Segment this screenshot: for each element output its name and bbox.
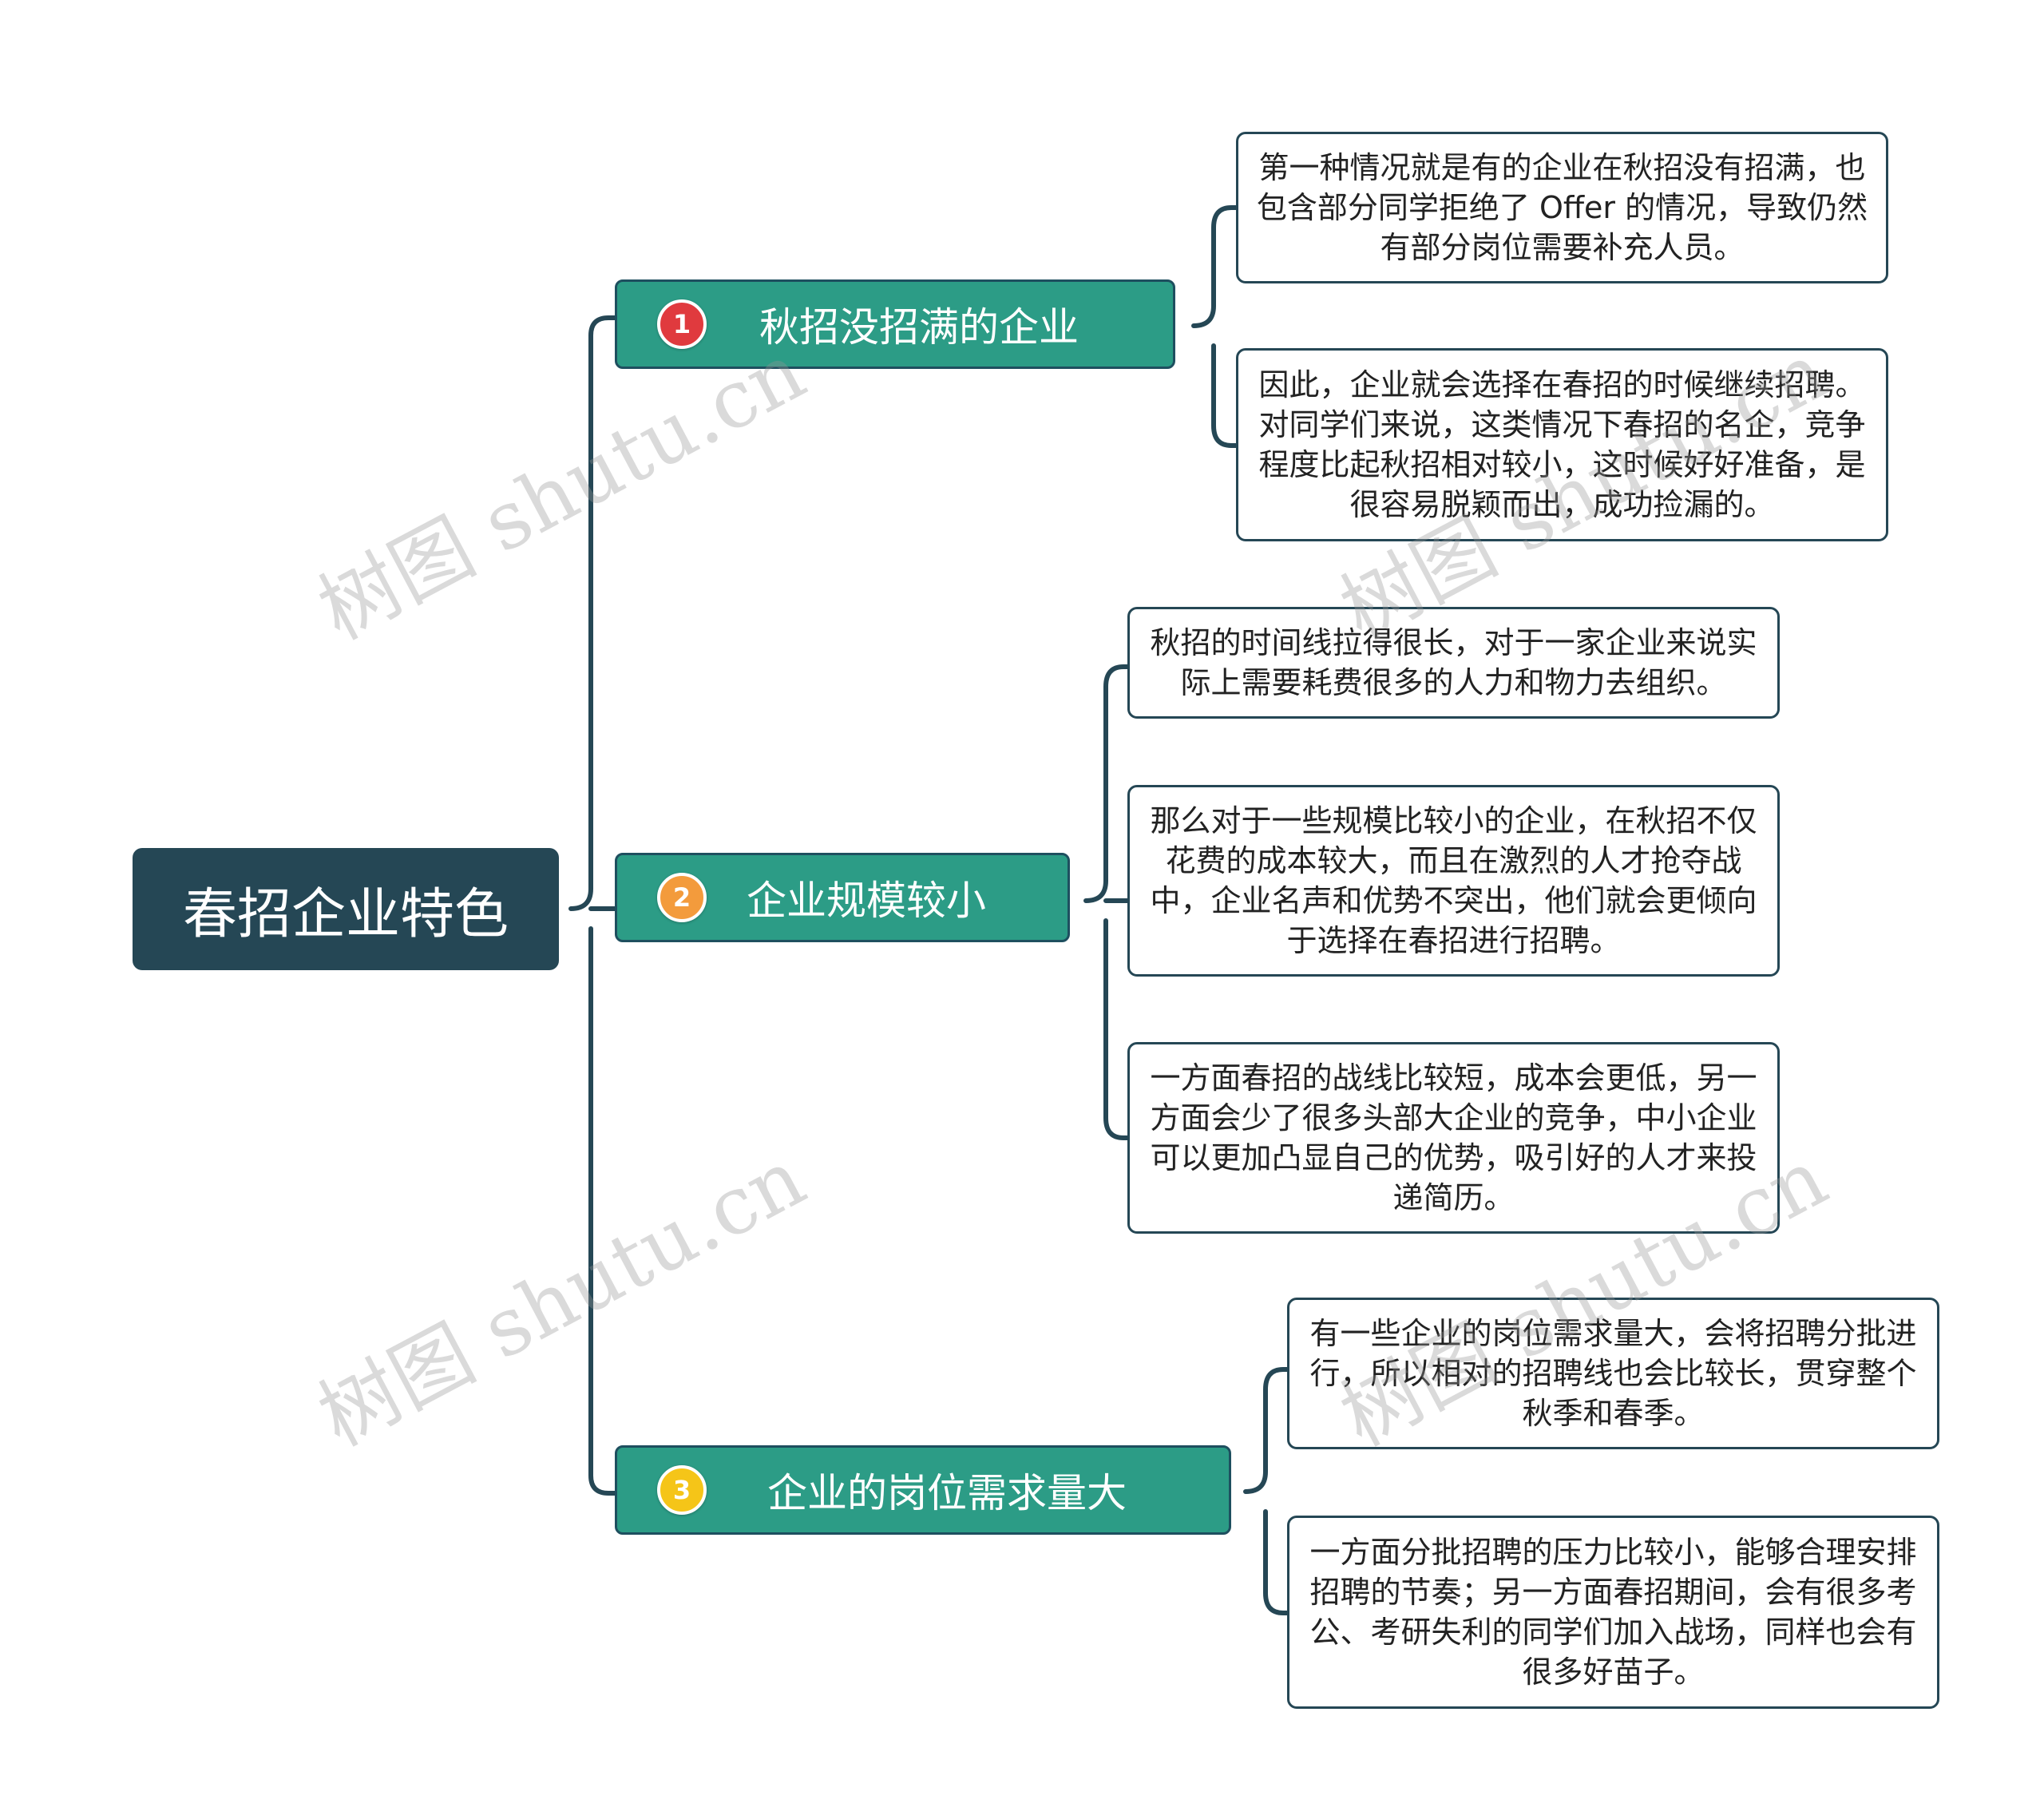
leaf-text: 一方面分批招聘的压力比较小，能够合理安排招聘的节奏；另一方面春招期间，会有很多考… [1309,1535,1917,1690]
leaf-text: 那么对于一些规模比较小的企业，在秋招不仅花费的成本较大，而且在激烈的人才抢夺战中… [1150,803,1757,958]
branch-node-2[interactable]: 2 企业规模较小 [615,853,1070,942]
watermark: 树图 shutu.cn [303,1131,820,1464]
root-label: 春招企业特色 [182,883,509,946]
leaf-text: 因此，企业就会选择在春招的时候继续招聘。对同学们来说，这类情况下春招的名企，竞争… [1258,367,1866,522]
branch1-bracket [1191,205,1238,448]
branch-label-2: 企业规模较小 [747,878,986,924]
leaf-1-2[interactable]: 因此，企业就会选择在春招的时候继续招聘。对同学们来说，这类情况下春招的名企，竞争… [1236,348,1888,541]
branch-label-3: 企业的岗位需求量大 [767,1470,1127,1516]
branch-node-3[interactable]: 3 企业的岗位需求量大 [615,1445,1231,1535]
leaf-2-3[interactable]: 一方面春招的战线比较短，成本会更低，另一方面会少了很多头部大企业的竞争，中小企业… [1127,1042,1780,1234]
leaf-3-2[interactable]: 一方面分批招聘的压力比较小，能够合理安排招聘的节奏；另一方面春招期间，会有很多考… [1287,1516,1939,1709]
branch3-bracket [1243,1367,1289,1615]
root-node[interactable]: 春招企业特色 [133,848,559,970]
branch-label-1: 秋招没招满的企业 [759,304,1079,351]
leaf-1-1[interactable]: 第一种情况就是有的企业在秋招没有招满，也包含部分同学拒绝了 Offer 的情况，… [1236,132,1888,283]
number-badge-3: 3 [657,1465,707,1515]
leaf-3-1[interactable]: 有一些企业的岗位需求量大，会将招聘分批进行，所以相对的招聘线也会比较长，贯穿整个… [1287,1298,1939,1449]
leaf-2-1[interactable]: 秋招的时间线拉得很长，对于一家企业来说实际上需要耗费很多的人力和物力去组织。 [1127,607,1780,719]
root-bracket [568,315,617,1496]
branch-node-1[interactable]: 1 秋招没招满的企业 [615,279,1175,369]
leaf-text: 第一种情况就是有的企业在秋招没有招满，也包含部分同学拒绝了 Offer 的情况，… [1256,150,1868,265]
number-badge-2: 2 [657,873,707,922]
leaf-text: 一方面春招的战线比较短，成本会更低，另一方面会少了很多头部大企业的竞争，中小企业… [1150,1060,1757,1215]
leaf-2-2[interactable]: 那么对于一些规模比较小的企业，在秋招不仅花费的成本较大，而且在激烈的人才抢夺战中… [1127,785,1780,977]
leaf-text: 秋招的时间线拉得很长，对于一家企业来说实际上需要耗费很多的人力和物力去组织。 [1150,625,1757,700]
branch2-bracket [1083,664,1130,1140]
leaf-text: 有一些企业的岗位需求量大，会将招聘分批进行，所以相对的招聘线也会比较长，贯穿整个… [1309,1316,1917,1431]
number-badge-1: 1 [657,299,707,349]
